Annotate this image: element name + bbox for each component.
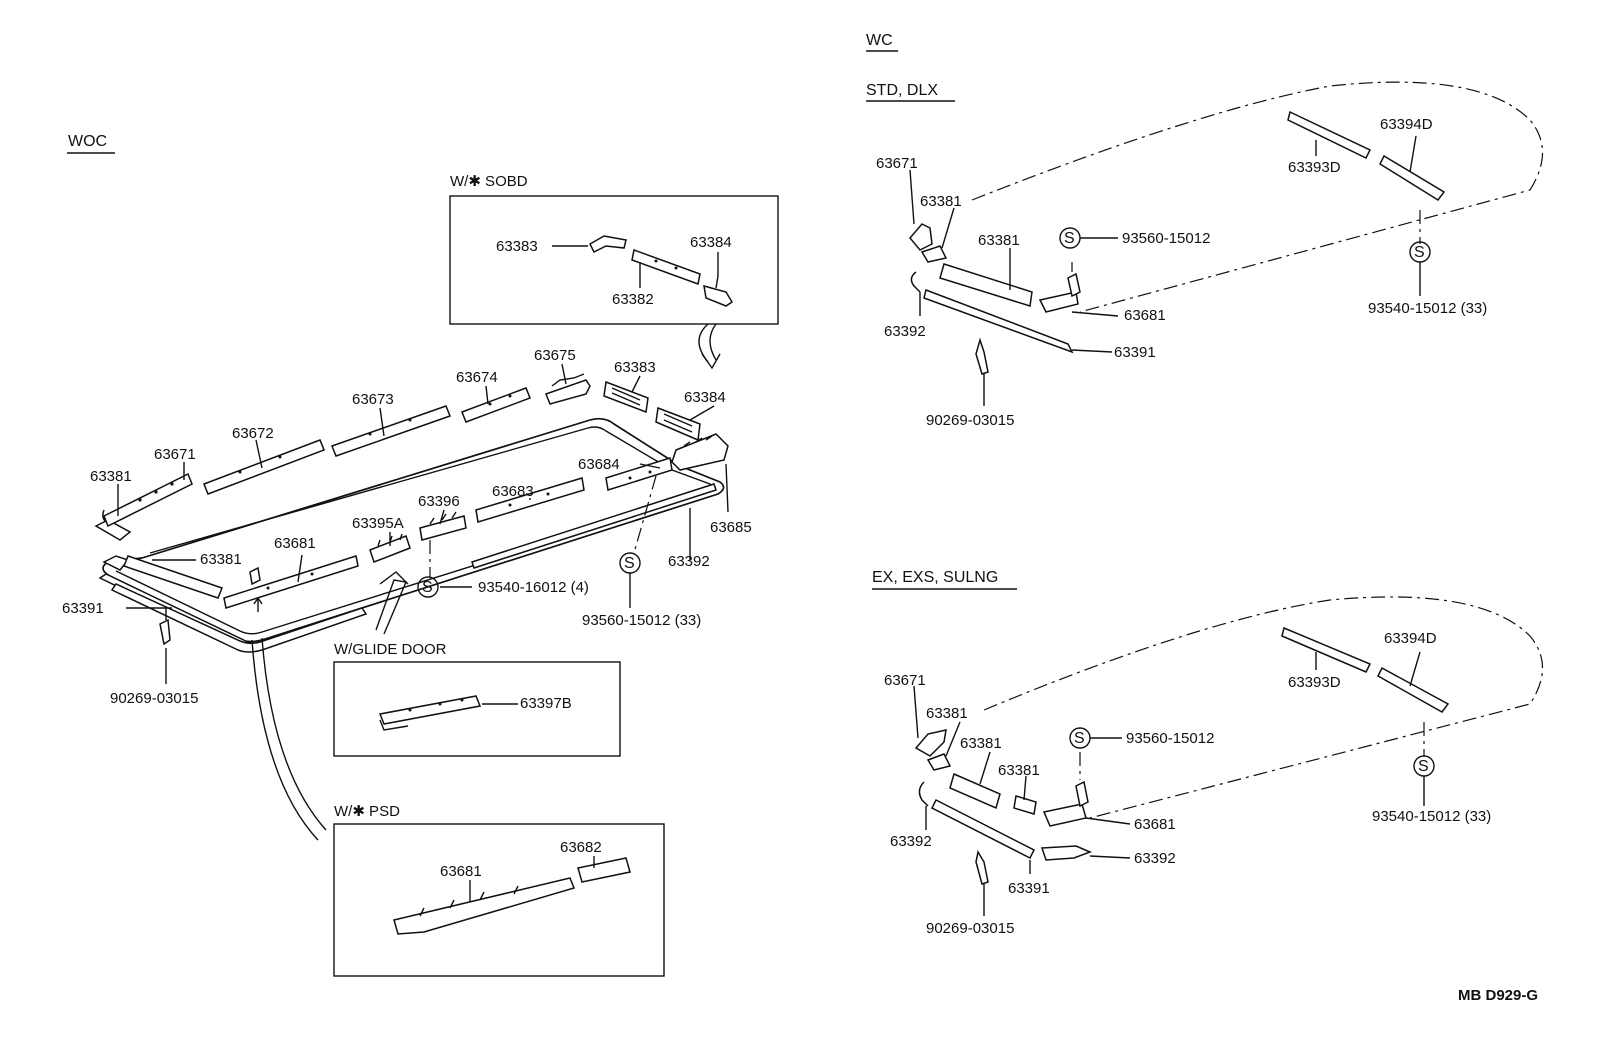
ex-label-63392-a: 63392 — [890, 833, 932, 850]
label-63673: 63673 — [352, 391, 394, 408]
ex-label-63681: 63681 — [1134, 816, 1176, 833]
sobd-box: W/✱ SOBD 63383 63384 63382 — [449, 173, 779, 325]
psd-title: W/✱ PSD — [334, 803, 400, 820]
std-screw-1: S — [1064, 230, 1075, 247]
std-dlx-assembly: S S 63671 63381 63381 93560-15012 63681 … — [876, 81, 1543, 429]
label-63684: 63684 — [578, 456, 620, 473]
std-label-63671: 63671 — [876, 155, 918, 172]
std-label-63392: 63392 — [884, 323, 926, 340]
woc-labels: 63381 63671 63672 63673 63674 63675 6338… — [62, 347, 752, 707]
label-63671: 63671 — [154, 446, 196, 463]
label-63384: 63384 — [684, 389, 726, 406]
label-63381-b: 63381 — [200, 551, 242, 568]
std-label-63394d: 63394D — [1380, 116, 1433, 133]
screw-symbol-1: S — [422, 579, 433, 596]
ex-label-63393d: 63393D — [1288, 674, 1341, 691]
label-63392: 63392 — [668, 553, 710, 570]
ex-label-63381-c: 63381 — [998, 762, 1040, 779]
std-label-63381-a: 63381 — [920, 193, 962, 210]
label-63674: 63674 — [456, 369, 498, 386]
label-63672: 63672 — [232, 425, 274, 442]
std-label-63681: 63681 — [1124, 307, 1166, 324]
psd-box: W/✱ PSD 63681 63682 — [333, 803, 665, 977]
label-63391: 63391 — [62, 600, 104, 617]
woc-leaders — [117, 363, 729, 684]
std-label-93540: 93540-15012 (33) — [1368, 300, 1487, 317]
std-label-63393d: 63393D — [1288, 159, 1341, 176]
header-std-dlx: STD, DLX — [866, 82, 938, 99]
header-woc: WOC — [68, 133, 107, 150]
ex-label-63381-a: 63381 — [926, 705, 968, 722]
sobd-label-63382: 63382 — [612, 291, 654, 308]
std-label-90269: 90269-03015 — [926, 412, 1014, 429]
sobd-label-63383: 63383 — [496, 238, 538, 255]
std-label-63381-b: 63381 — [978, 232, 1020, 249]
glide-door-box: W/GLIDE DOOR 63397B — [333, 641, 621, 757]
ex-label-90269: 90269-03015 — [926, 920, 1014, 937]
glide-title: W/GLIDE DOOR — [334, 641, 447, 658]
screw-symbol-2: S — [624, 555, 635, 572]
label-63395a: 63395A — [352, 515, 404, 532]
label-63681: 63681 — [274, 535, 316, 552]
label-93560: 93560-15012 (33) — [582, 612, 701, 629]
ex-label-63391: 63391 — [1008, 880, 1050, 897]
psd-label-63681: 63681 — [440, 863, 482, 880]
ex-exs-sulng-assembly: S S 63671 63381 63381 63381 93560-15012 … — [884, 596, 1543, 937]
label-63675: 63675 — [534, 347, 576, 364]
std-screw-2: S — [1414, 244, 1425, 261]
sobd-label-63384: 63384 — [690, 234, 732, 251]
ex-label-63671: 63671 — [884, 672, 926, 689]
sobd-title: W/✱ SOBD — [450, 173, 528, 190]
ex-label-63394d: 63394D — [1384, 630, 1437, 647]
ex-label-93540: 93540-15012 (33) — [1372, 808, 1491, 825]
diagram-code: MB D929-G — [1458, 987, 1538, 1004]
ex-label-63392-b: 63392 — [1134, 850, 1176, 867]
glide-label-63397b: 63397B — [520, 695, 572, 712]
ex-label-93560: 93560-15012 — [1126, 730, 1214, 747]
label-63396: 63396 — [418, 493, 460, 510]
label-90269: 90269-03015 — [110, 690, 198, 707]
psd-label-63682: 63682 — [560, 839, 602, 856]
header-ex-exs-sulng: EX, EXS, SULNG — [872, 569, 998, 586]
header-wc: WC — [866, 32, 893, 49]
ex-screw-1: S — [1074, 730, 1085, 747]
section-headers: WOC WC STD, DLX EX, EXS, SULNG — [67, 32, 1017, 590]
label-63685: 63685 — [710, 519, 752, 536]
label-63383: 63383 — [614, 359, 656, 376]
label-63683: 63683 — [492, 483, 534, 500]
ex-screw-2: S — [1418, 758, 1429, 775]
label-93540: 93540-16012 (4) — [478, 579, 589, 596]
std-label-93560: 93560-15012 — [1122, 230, 1210, 247]
std-label-63391: 63391 — [1114, 344, 1156, 361]
ex-label-63381-b: 63381 — [960, 735, 1002, 752]
label-63381-a: 63381 — [90, 468, 132, 485]
woc-main-assembly: S S — [94, 323, 729, 841]
